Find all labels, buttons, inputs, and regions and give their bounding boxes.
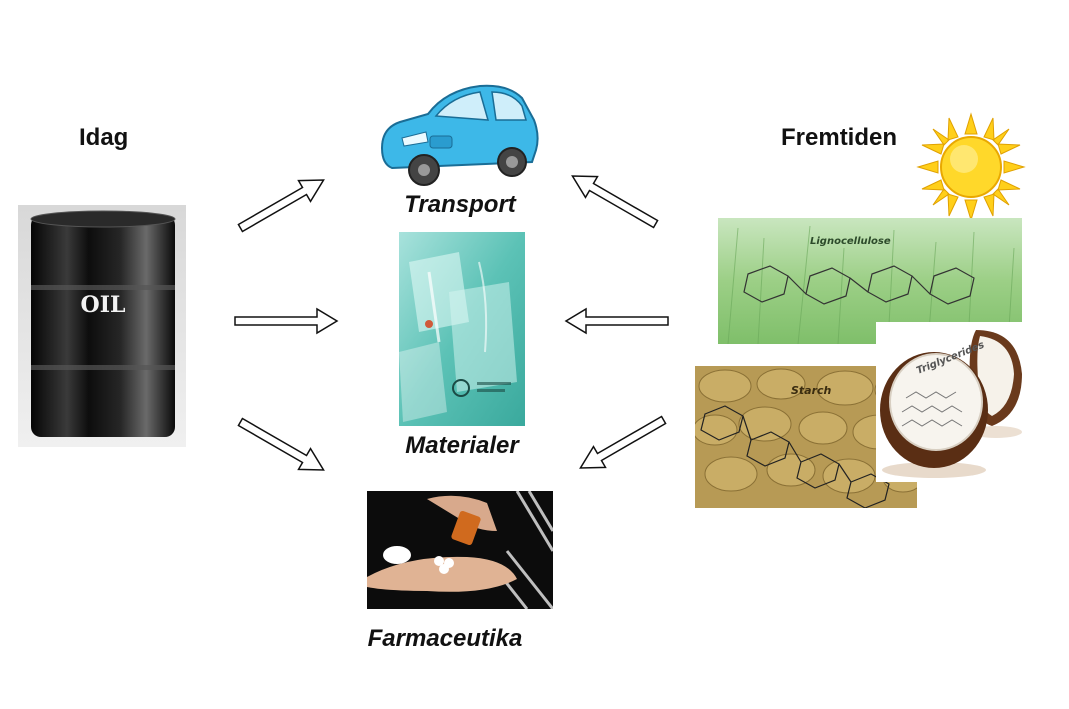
barrel-oil-label: OIL bbox=[81, 292, 126, 318]
plastic-materials-image bbox=[399, 232, 525, 426]
caption-materials: Materialer bbox=[405, 432, 519, 459]
car-image bbox=[376, 76, 544, 190]
starch-label: Starch bbox=[791, 384, 832, 397]
caption-pharma: Farmaceutika bbox=[367, 625, 523, 652]
caption-transport: Transport bbox=[404, 191, 516, 218]
left-heading: Idag bbox=[79, 124, 129, 151]
arrow-biomass-to-pharma bbox=[579, 415, 667, 469]
lignocellulose-label: Lignocellulose bbox=[810, 236, 891, 247]
arrow-oil-to-transport bbox=[237, 179, 325, 233]
arrow-biomass-to-transport bbox=[571, 175, 659, 229]
sun-icon bbox=[916, 112, 1026, 222]
arrow-oil-to-pharma bbox=[237, 417, 325, 471]
triglycerides-panel: Triglycerides bbox=[876, 322, 1024, 482]
arrow-oil-to-materials bbox=[234, 307, 339, 335]
arrow-biomass-to-materials bbox=[564, 307, 669, 335]
right-heading: Fremtiden bbox=[781, 124, 898, 151]
pills-image bbox=[367, 491, 553, 609]
oil-barrel-image: OIL bbox=[18, 205, 186, 447]
